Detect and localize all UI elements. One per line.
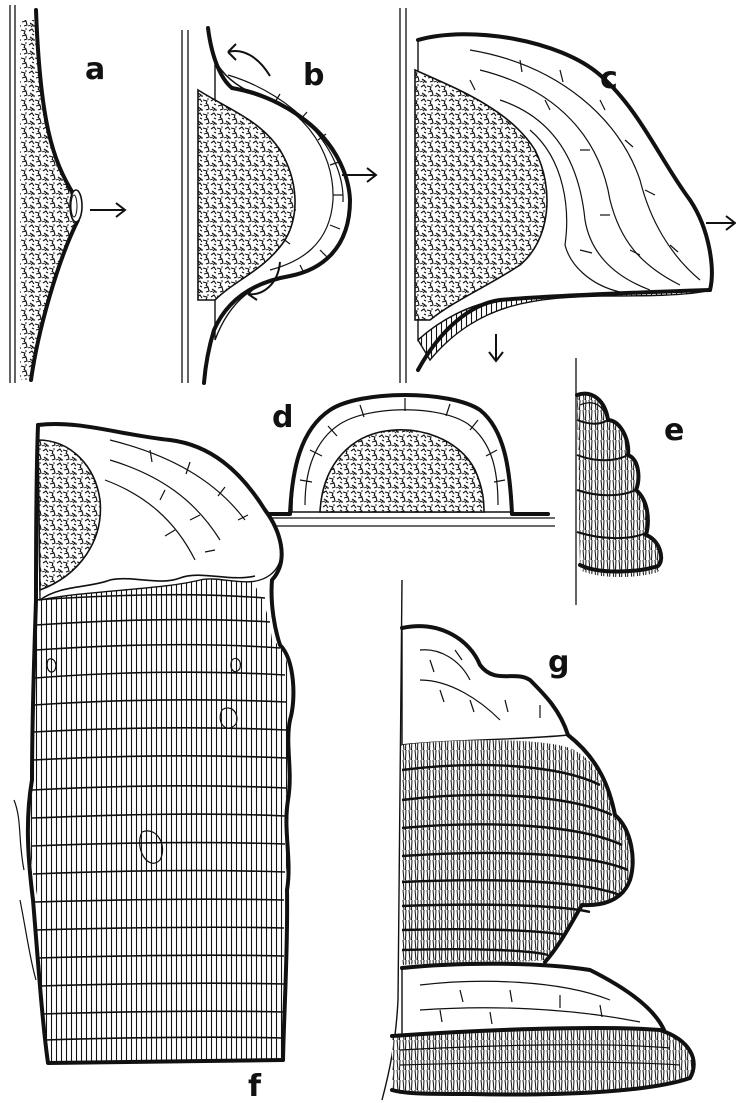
panel-a-primordium [70,190,82,222]
panel-label-b: b [303,58,324,93]
panel-c: c [400,8,735,383]
panel-label-d: d [272,400,293,435]
panel-label-f: f [248,1069,262,1103]
panel-label-g: g [548,645,569,680]
panel-e-bracket [577,394,661,577]
panel-f-pore-tubes [28,560,291,1064]
panel-g-bottom-bracket [392,1028,694,1095]
panel-label-e: e [664,413,684,448]
panel-a: a [10,5,125,383]
panel-g: g [382,580,694,1100]
panel-e: e [576,358,684,605]
panel-label-a: a [85,52,105,87]
arrow-icon [90,203,125,217]
panel-f: f [14,424,293,1103]
panel-b: b [182,28,376,383]
panel-label-c: c [600,61,618,96]
panel-d: d [255,395,555,526]
arrow-icon [706,216,735,230]
arrow-icon [489,334,503,361]
